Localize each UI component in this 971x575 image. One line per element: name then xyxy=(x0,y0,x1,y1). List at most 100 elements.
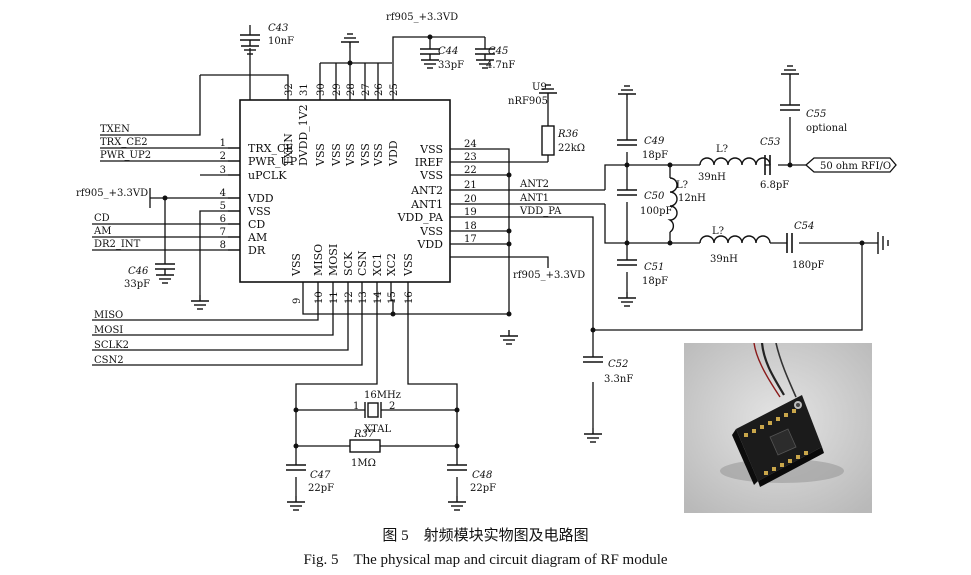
c46-ref: C46 xyxy=(128,266,149,277)
rf-port-connector: 50 ohm RFI/O xyxy=(805,157,897,173)
rf-module-photo xyxy=(684,343,872,513)
pin-name-top: VSS xyxy=(330,143,343,167)
c52-value: 3.3nF xyxy=(604,374,633,385)
pin-number-left: 7 xyxy=(220,227,226,238)
c47-ref: C47 xyxy=(310,470,331,481)
net-vdd-left: rf905_+3.3VD xyxy=(76,188,148,199)
net-ant1: ANT1 xyxy=(519,193,549,204)
l-mid-ref: L? xyxy=(676,180,688,191)
net-pwr-up2: PWR_UP2 xyxy=(100,150,151,161)
rf-module-schematic: 50 ohm RFI/O 1TRX_CE2PWR_UP3uPCLK4VDD5VS… xyxy=(76,12,897,511)
pin-name-right: VDD xyxy=(416,238,443,251)
pin-number-left: 5 xyxy=(220,201,226,212)
c45-ref: C45 xyxy=(488,46,508,57)
pin-name-right: IREF xyxy=(415,156,444,169)
pin-number-right: 24 xyxy=(464,139,477,150)
c49-ref: C49 xyxy=(644,136,665,147)
pin-number-bottom: 11 xyxy=(329,291,340,304)
pin-number-left: 3 xyxy=(220,165,226,176)
net-csn2: CSN2 xyxy=(94,355,124,366)
pin-number-left: 2 xyxy=(220,151,226,162)
figure-caption-cn: 图 5 射频模块实物图及电路图 xyxy=(382,528,589,544)
net-vdd-pa: VDD_PA xyxy=(519,206,562,217)
pin-number-right: 21 xyxy=(464,180,477,191)
pin-name-right: VSS xyxy=(419,225,443,238)
c55-ref: C55 xyxy=(806,109,826,120)
pin-name-left: AM xyxy=(247,231,267,244)
pin-name-bottom: XC1 xyxy=(371,253,384,276)
l-top-ref: L? xyxy=(716,144,728,155)
c51-value: 18pF xyxy=(642,276,668,287)
pin-name-top: VSS xyxy=(359,143,372,167)
net-txen: TXEN xyxy=(100,124,130,135)
c54-value: 180pF xyxy=(792,260,824,271)
net-miso: MISO xyxy=(94,310,123,321)
pin-number-right: 20 xyxy=(464,194,477,205)
pin-number-top: 29 xyxy=(332,83,343,96)
r36-ref: R36 xyxy=(557,129,579,140)
r36-value: 22kΩ xyxy=(558,143,585,154)
pin-number-top: 27 xyxy=(361,83,372,96)
net-am: AM xyxy=(93,226,111,237)
pin-number-top: 28 xyxy=(346,83,357,96)
pin-number-bottom: 15 xyxy=(387,291,398,304)
pin-number-right: 23 xyxy=(464,152,477,163)
c43-value: 10nF xyxy=(268,36,294,47)
pin-name-left: PWR_UP xyxy=(248,155,298,168)
chip-ref: U9 xyxy=(532,82,547,93)
c50-value: 100pF xyxy=(640,206,672,217)
pin-number-top: 25 xyxy=(389,83,400,96)
pin-name-bottom: CSN xyxy=(356,250,369,276)
xtal-freq: 16MHz xyxy=(364,390,401,401)
net-ant2: ANT2 xyxy=(519,179,549,190)
xtal-pin2: 2 xyxy=(389,401,395,412)
pin-number-bottom: 16 xyxy=(404,291,415,304)
pin-name-left: uPCLK xyxy=(248,169,287,182)
pin-name-top: TXEN xyxy=(282,133,295,166)
pin-name-top: DVDD_1V2 xyxy=(297,104,310,166)
pin-name-left: VSS xyxy=(247,205,271,218)
pin-number-left: 1 xyxy=(220,138,226,149)
pin-name-top: VDD xyxy=(387,140,400,167)
pin-name-left: DR xyxy=(248,244,266,257)
xtal-pin1: 1 xyxy=(353,401,359,412)
pin-name-bottom: VSS xyxy=(402,253,415,277)
nrf905-chip xyxy=(239,99,451,283)
pin-number-right: 19 xyxy=(464,207,477,218)
pin-name-left: TRX_CE xyxy=(248,142,293,155)
pin-number-bottom: 14 xyxy=(373,291,384,304)
pin-number-right: 17 xyxy=(464,234,477,245)
pin-name-left: CD xyxy=(248,218,265,231)
c48-value: 22pF xyxy=(470,483,496,494)
r37-ref: R37 xyxy=(353,429,375,440)
pin-number-bottom: 13 xyxy=(358,291,369,304)
c54-ref: C54 xyxy=(794,221,814,232)
c45-value: 4.7nF xyxy=(486,60,515,71)
c44-ref: C44 xyxy=(438,46,458,57)
figure-caption-en: Fig. 5 The physical map and circuit diag… xyxy=(303,552,668,568)
pin-number-bottom: 9 xyxy=(292,298,303,304)
pin-number-right: 18 xyxy=(464,221,477,232)
c52-ref: C52 xyxy=(608,359,628,370)
net-vdd-top: rf905_+3.3VD xyxy=(386,12,458,23)
net-mosi: MOSI xyxy=(94,325,123,336)
net-vdd-right: rf905_+3.3VD xyxy=(513,270,585,281)
pin-number-left: 8 xyxy=(220,240,226,251)
pin-number-top: 32 xyxy=(284,83,295,96)
c46-value: 33pF xyxy=(124,279,150,290)
pin-number-right: 22 xyxy=(464,165,477,176)
xtal-label: XTAL xyxy=(364,424,391,435)
pin-number-bottom: 10 xyxy=(314,291,325,304)
pin-name-right: ANT1 xyxy=(410,198,443,211)
pin-number-top: 31 xyxy=(299,83,310,96)
r37-value: 1MΩ xyxy=(351,458,376,469)
pin-number-top: 26 xyxy=(374,83,385,96)
net-dr2-int: DR2_INT xyxy=(94,239,141,250)
c51-ref: C51 xyxy=(644,262,664,273)
chip-part: nRF905 xyxy=(508,96,548,107)
net-trx-ce2: TRX_CE2 xyxy=(100,137,148,148)
pin-name-right: VSS xyxy=(419,169,443,182)
pin-number-left: 4 xyxy=(220,188,226,199)
pin-name-bottom: SCK xyxy=(342,251,355,276)
pin-number-left: 6 xyxy=(220,214,226,225)
